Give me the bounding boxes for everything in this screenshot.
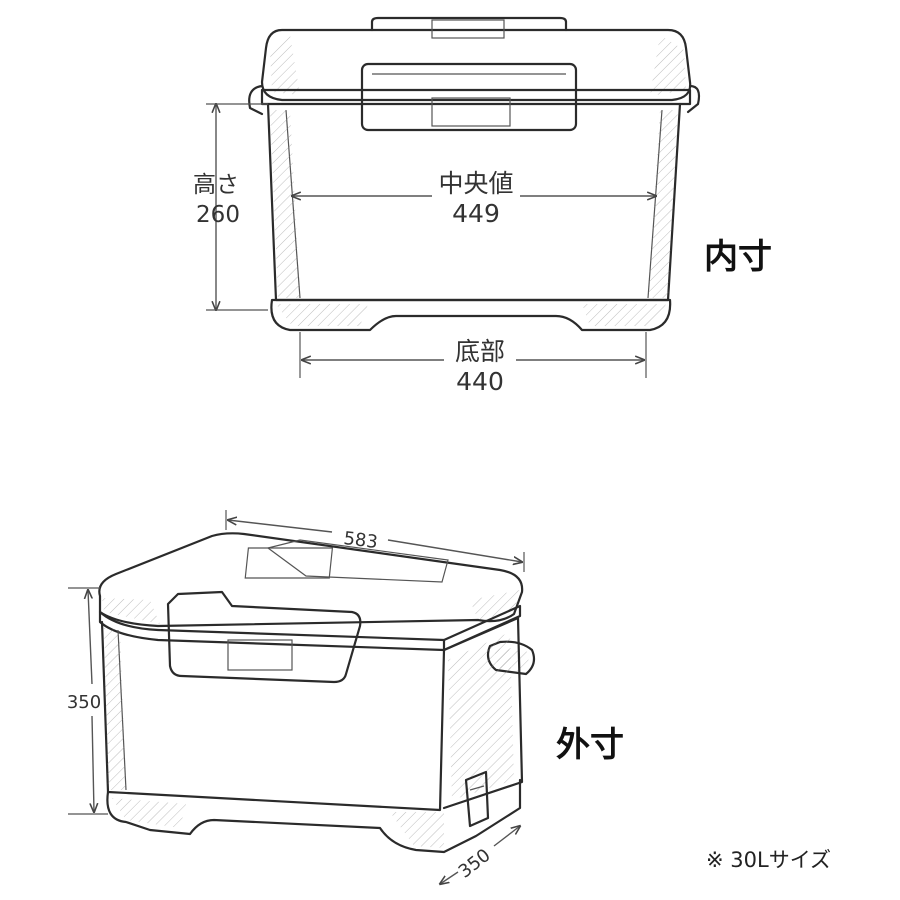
- outer-height-value: 350: [67, 692, 101, 713]
- inner-middle-value: 449: [452, 199, 500, 228]
- outer-title: 外寸: [556, 725, 624, 765]
- inner-dimension-lines: [206, 104, 656, 378]
- inner-bottom-label: 底部: [455, 337, 505, 366]
- inner-height-label: 高さ: [193, 172, 239, 198]
- inner-bottom-value: 440: [456, 367, 504, 396]
- inner-title: 内寸: [704, 237, 772, 277]
- size-note: ※ 30Lサイズ: [706, 848, 831, 872]
- inner-middle-label: 中央値: [438, 169, 513, 198]
- inner-height-value: 260: [196, 202, 240, 228]
- outer-depth-value: 350: [455, 845, 495, 883]
- outer-width-value: 583: [342, 528, 379, 553]
- inner-cooler-illustration: [248, 16, 701, 332]
- outer-dimension-lines: [68, 510, 525, 884]
- outer-cooler-illustration: [98, 532, 536, 854]
